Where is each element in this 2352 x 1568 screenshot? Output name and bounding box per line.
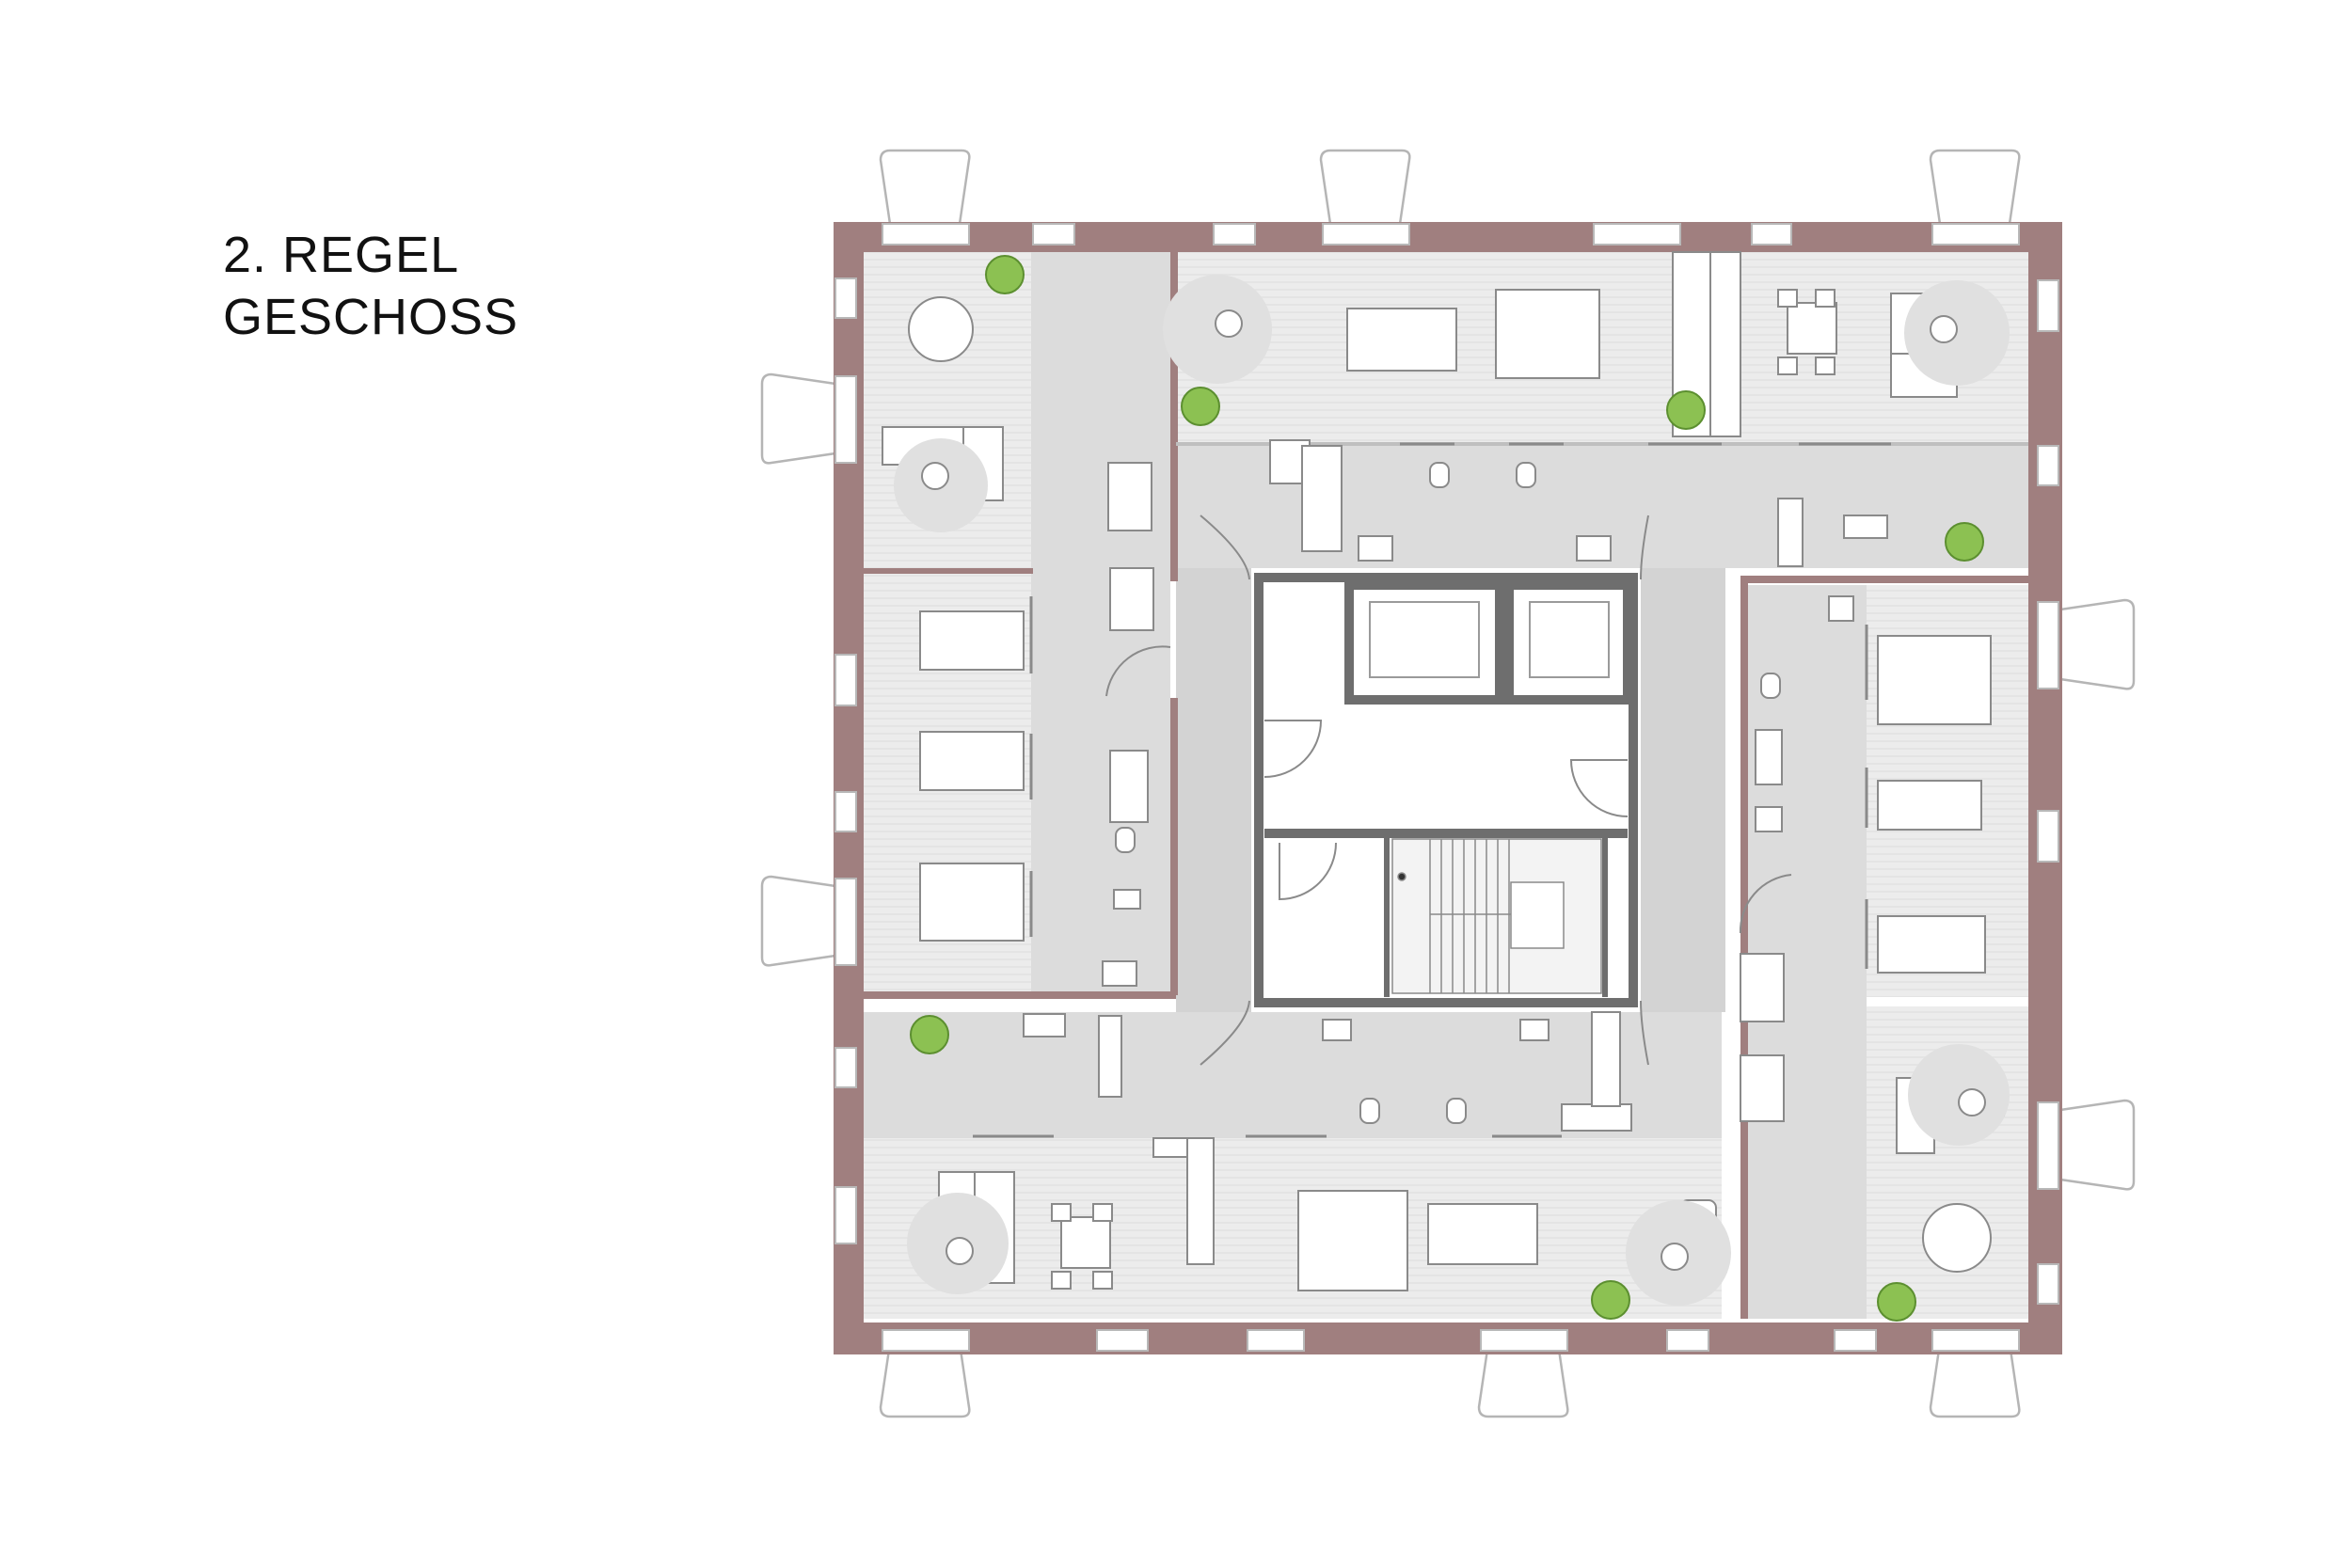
plants [910, 255, 1984, 1322]
balcony-bottom-right [1929, 1341, 2021, 1418]
bed-nw-3 [919, 863, 1025, 942]
bathrooms [1102, 462, 1854, 1124]
bed-s-1 [1297, 1190, 1408, 1291]
apartment-north-rooms [1176, 252, 2028, 446]
plant-6 [1591, 1280, 1630, 1320]
bed-n-1 [1346, 308, 1457, 372]
staircase [1391, 838, 1602, 994]
title-line-2: GESCHOSS [223, 289, 519, 345]
bed-nw-2 [919, 731, 1025, 791]
apartment-east-corridor [1742, 585, 1867, 1319]
balcony-top-center [1319, 149, 1411, 226]
floor-areas [864, 252, 2028, 1319]
plant-1 [985, 255, 1025, 294]
bed-e-2 [1877, 780, 1982, 831]
bed-nw-1 [919, 610, 1025, 671]
plant-2 [1181, 387, 1220, 426]
balcony-right-top [2058, 598, 2136, 690]
bed-e-3 [1877, 915, 1986, 974]
core-outer-wall [1254, 573, 1638, 1007]
chairs-small [921, 309, 1986, 1271]
elevator-shaft-1 [1344, 580, 1504, 705]
balconies [760, 149, 2136, 1418]
round-table-se [1922, 1203, 1992, 1273]
elevator-shaft-2 [1504, 580, 1632, 705]
plant-5 [910, 1015, 949, 1054]
title-line-1: 2. REGEL [223, 227, 460, 283]
round-table-nw [908, 296, 974, 362]
elevators [1369, 601, 1610, 678]
balcony-top-left [879, 149, 971, 226]
balcony-top-right [1929, 149, 2021, 226]
interior-walls [864, 252, 2028, 1319]
balcony-right-bottom [2058, 1099, 2136, 1191]
bed-n-2 [1495, 289, 1600, 379]
balcony-left-bottom [760, 875, 837, 967]
bed-s-2 [1427, 1203, 1538, 1265]
tables [908, 289, 1992, 1290]
balcony-bottom-center [1477, 1341, 1569, 1418]
core-doors [1105, 515, 1792, 1066]
beds [919, 289, 1992, 1291]
plant-4 [1945, 522, 1984, 562]
core [1254, 573, 1638, 1007]
plant-3 [1666, 390, 1706, 430]
partitions [973, 442, 1891, 1138]
windows [834, 223, 2059, 1352]
balcony-left-top [760, 372, 837, 465]
drawing-title: 2. REGEL GESCHOSS [223, 224, 518, 348]
bed-e-1 [1877, 635, 1992, 725]
stair-lobby [1176, 568, 1251, 1012]
plant-7 [1877, 1282, 1916, 1322]
balcony-bottom-left [879, 1341, 971, 1418]
stair-lobby-east [1641, 568, 1725, 1012]
